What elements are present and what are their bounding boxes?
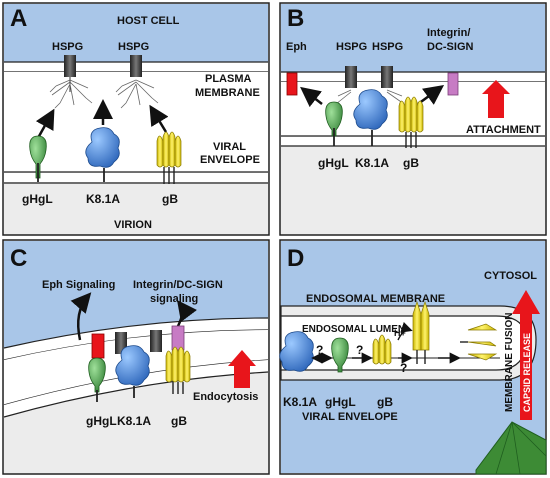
plasma-membrane-label-1: PLASMA [205, 73, 252, 85]
integrin-signaling-label-1: Integrin/DC-SIGN [133, 279, 223, 291]
attachment-arrow [482, 80, 510, 118]
hspg-label-2: HSPG [118, 41, 149, 53]
ghgl-label-b: gHgL [318, 156, 349, 170]
panel-d: D CYTOSOL ENDOSOMAL MEMBRANE ENDOSOMAL L… [279, 239, 547, 475]
h-plus-label: H+ [394, 328, 406, 338]
gb-label: gB [162, 192, 178, 206]
hspg-receptor-b-1 [345, 66, 357, 88]
panel-c-letter: C [10, 245, 27, 272]
panel-c: C Eph Signaling Integrin/DC-SIGN signali… [2, 239, 270, 475]
k81a-glycoprotein-c [115, 345, 150, 398]
endosomal-lumen-label: ENDOSOMAL LUMEN [302, 324, 405, 335]
hspg-receptor-c-2 [150, 330, 162, 352]
hspg-receptor-2 [115, 55, 159, 109]
integrin-receptor-c [171, 325, 185, 351]
ghgl-glycoprotein-b [325, 101, 343, 146]
ghgl-label: gHgL [22, 192, 53, 206]
question-mark-3: ? [400, 361, 407, 375]
panel-b-letter: B [287, 5, 304, 32]
integrin-signaling-label-2: signaling [150, 293, 198, 305]
host-cell-label: HOST CELL [117, 15, 180, 27]
gb-fusion-d [460, 323, 498, 361]
k81a-glycoprotein [85, 127, 120, 182]
endocytosis-label: Endocytosis [193, 391, 258, 403]
ghgl-glycoprotein [29, 135, 47, 182]
gb-label-d: gB [377, 395, 393, 409]
attachment-label: ATTACHMENT [466, 124, 541, 136]
ghgl-label-c: gHgL [86, 414, 117, 428]
hspg-label-1: HSPG [52, 41, 83, 53]
hspg-receptor-1 [49, 55, 93, 109]
gb-label-c: gB [171, 414, 187, 428]
hspg-label-b-1: HSPG [336, 41, 367, 53]
endosomal-membrane-label: ENDOSOMAL MEMBRANE [306, 293, 445, 305]
panel-a: A HOST CELL HSPG HSPG PLASMA MEMBRANE VI… [2, 2, 270, 236]
ghgl-glycoprotein-d [331, 337, 349, 373]
viral-envelope-label-1: VIRAL [213, 141, 246, 153]
panel-a-letter: A [10, 5, 27, 32]
virion-label: VIRION [114, 219, 152, 231]
ghgl-glycoprotein-c [88, 357, 106, 402]
eph-receptor [286, 72, 298, 96]
eph-receptor-c [91, 333, 105, 359]
question-mark-2: ? [356, 343, 363, 357]
k81a-label-c: K8.1A [117, 414, 151, 428]
arrow-gb-to-integrin [417, 85, 445, 106]
gb-glycoprotein-d [372, 334, 392, 365]
k81a-label-b: K8.1A [355, 156, 389, 170]
gb-extended-d [412, 300, 430, 364]
capsid-release-label: CAPSID RELEASE [522, 333, 532, 412]
panel-d-letter: D [287, 245, 304, 272]
hspg-receptor-b-2 [381, 66, 393, 88]
arrow-gb-to-hspg [149, 104, 169, 133]
cytosol-label: CYTOSOL [484, 270, 537, 282]
viral-envelope-label-2: ENVELOPE [200, 154, 260, 166]
arrow-ghgl-to-hspg [35, 108, 55, 139]
k81a-label: K8.1A [86, 192, 120, 206]
eph-label: Eph [286, 41, 307, 53]
capsid-release-arrow [512, 290, 540, 420]
eph-signaling-label: Eph Signaling [42, 279, 115, 291]
integrin-label-b-2: DC-SIGN [427, 41, 474, 53]
eph-signaling-arrow [70, 292, 92, 341]
plasma-membrane-label-2: MEMBRANE [195, 87, 260, 99]
membrane-fusion-label: MEMBRANE FUSION [504, 313, 515, 412]
panel-b: B Eph HSPG HSPG Integrin/ DC-SIGN [279, 2, 547, 236]
integrin-receptor [447, 72, 459, 96]
capsid-shape [475, 421, 547, 475]
gb-glycoprotein-c [165, 346, 191, 394]
hspg-label-b-2: HSPG [372, 41, 403, 53]
integrin-label-b-1: Integrin/ [427, 27, 470, 39]
gb-glycoprotein-b [398, 96, 424, 148]
question-mark-1: ? [316, 343, 323, 357]
gb-label-b: gB [403, 156, 419, 170]
k81a-glycoprotein-b [353, 89, 388, 146]
endocytosis-arrow [228, 350, 256, 388]
arrow-ghgl-to-eph [300, 86, 323, 108]
ghgl-label-d: gHgL [325, 395, 356, 409]
k81a-label-d: K8.1A [283, 395, 317, 409]
gb-glycoprotein [156, 131, 182, 184]
viral-envelope-label-d: VIRAL ENVELOPE [302, 411, 398, 423]
